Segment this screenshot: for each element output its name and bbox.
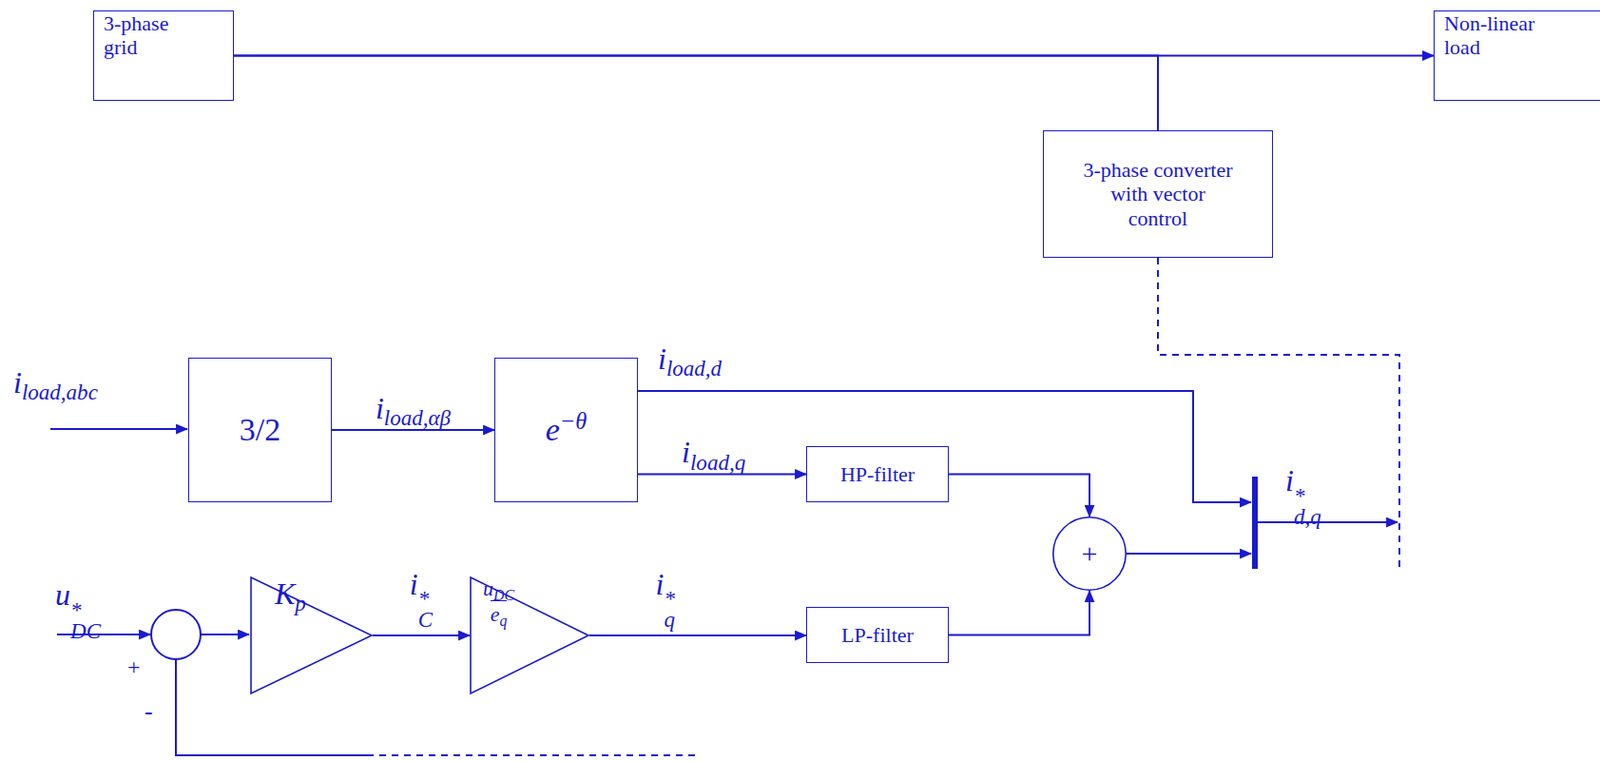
triangle-outline: [250, 577, 372, 694]
signal-name: i*d,q: [1285, 463, 1322, 527]
numerator: uDC: [482, 576, 515, 600]
symbol-base: i: [1285, 462, 1294, 498]
triangle-outline: [470, 577, 589, 694]
symbol-base: i: [657, 341, 667, 376]
feedback-dashed: [366, 753, 699, 756]
symbol-base: K: [274, 576, 295, 611]
subscript: load,αβ: [384, 404, 451, 430]
gain-block: uDC eq: [469, 576, 590, 694]
subscript: q: [663, 609, 675, 631]
signal-connector: [589, 634, 807, 637]
node-label: Kp: [274, 576, 307, 612]
signal-name: u*DC: [55, 578, 101, 641]
load-box: Non-linear load: [1433, 10, 1600, 101]
symbol-base: i: [655, 566, 665, 601]
superscript: *: [663, 588, 675, 610]
error-wire: [200, 633, 250, 636]
symbol-base: i: [681, 434, 691, 469]
error-junction: [151, 609, 201, 659]
signal-name: iload,d: [657, 342, 722, 376]
symbol-base: i: [409, 566, 419, 601]
subscript: d,q: [1293, 506, 1322, 528]
node-label: e−θ: [545, 410, 588, 448]
grid-box: 3-phase grid: [93, 10, 234, 101]
transform-block: 3/2: [188, 357, 332, 502]
node-label: uDC eq: [482, 576, 515, 627]
script-stack: *d,q: [1293, 485, 1322, 528]
filter-box: LP-filter: [806, 606, 949, 663]
signal-name: iload,αβ: [372, 391, 454, 425]
circle-outline: [1053, 517, 1126, 590]
signal-connector: [948, 590, 1090, 636]
sum-output-wire: [1126, 552, 1252, 555]
sign-mark: -: [144, 697, 154, 726]
sign-mark: +: [127, 654, 141, 679]
subscript: load,abc: [21, 379, 98, 405]
node-label: 3-phase grid: [103, 11, 190, 60]
script-stack: *q: [663, 588, 675, 631]
subscript: q: [499, 612, 507, 629]
superscript: *: [418, 588, 433, 610]
signal-name: iload,q: [678, 435, 749, 469]
script-stack: *DC: [70, 599, 101, 642]
signal-name: i*C: [406, 567, 436, 631]
superscript: *: [70, 599, 101, 621]
reference-output-wire: [1257, 520, 1398, 523]
subscript: load,d: [666, 355, 722, 381]
signal-connector: [948, 474, 1090, 518]
node-label: LP-filter: [841, 622, 914, 647]
subscript: p: [294, 590, 307, 616]
converter-box: 3-phase converter with vector control: [1042, 130, 1273, 258]
subscript: C: [418, 609, 433, 631]
symbol-base: i: [375, 390, 385, 425]
symbol-base: u: [482, 576, 494, 600]
node-label: 3/2: [239, 410, 281, 448]
signal-connector: [233, 56, 1158, 132]
subscript: DC: [493, 586, 515, 603]
node-label: +: [1081, 537, 1099, 571]
signal-name: i*q: [653, 567, 678, 631]
symbol-base: e: [545, 411, 560, 447]
rotation-block: e−θ: [494, 357, 638, 502]
symbol-base: u: [55, 577, 71, 612]
load-current-input: [50, 427, 188, 430]
symbol-base: i: [13, 365, 22, 400]
subscript: DC: [70, 620, 101, 642]
control-link-dashed: [1157, 257, 1400, 573]
shape-outline: [250, 576, 373, 694]
script-stack: *C: [418, 588, 433, 631]
d-current-wire: [637, 390, 1252, 502]
node-label: Non-linear load: [1444, 11, 1551, 60]
node-label: HP-filter: [840, 462, 915, 486]
mux-bar: [1252, 476, 1258, 569]
superscript: *: [1293, 485, 1322, 507]
denominator: eq: [490, 599, 508, 626]
signal-connector: [372, 634, 470, 637]
subscript: load,q: [690, 449, 746, 475]
signal-name: iload,abc: [13, 366, 98, 400]
gain-block: Kp: [250, 576, 373, 694]
node-label: 3-phase converter with vector control: [1081, 157, 1234, 231]
superscript: −θ: [559, 407, 588, 434]
filter-box: HP-filter: [806, 445, 949, 502]
sum-junction: +: [1052, 516, 1127, 591]
fraction: uDC eq: [482, 576, 515, 627]
symbol-base: e: [490, 601, 501, 626]
